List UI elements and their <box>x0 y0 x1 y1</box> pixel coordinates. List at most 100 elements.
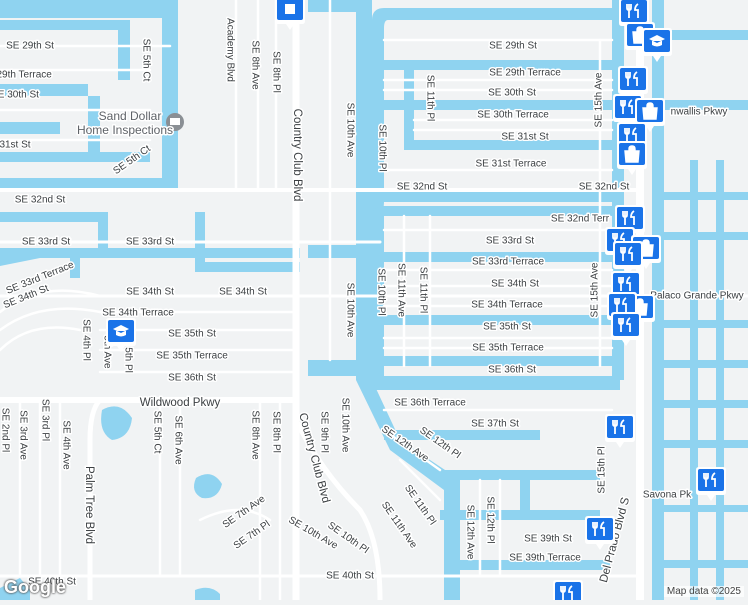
fork-knife-icon <box>612 419 625 434</box>
street-label-se-10th-ave-n: SE 10th Ave <box>344 103 355 158</box>
map-pin-pin-r19[interactable] <box>585 516 615 550</box>
poi-name-line1: Sand Dollar <box>99 109 162 123</box>
street-label-se-12th-pl-s: SE 12th Pl <box>484 496 495 543</box>
street-label-se-39th-st: SE 39th St <box>524 534 572 545</box>
shopping-bag-icon <box>642 102 658 120</box>
pin-body <box>621 0 647 22</box>
street-label-se-4th-pl: SE 4th Pl <box>80 319 91 361</box>
map-pin-pin-r4[interactable] <box>618 66 648 100</box>
pin-body <box>613 314 639 336</box>
street-label-se-2nd-pl: SE 2nd Pl <box>0 408 10 452</box>
street-label-se-11th-pl-m: SE 11th Pl <box>417 267 428 314</box>
fork-knife-icon <box>625 71 638 86</box>
street-label-se-11th-ave-m: SE 11th Ave <box>395 263 406 318</box>
pin-body <box>587 518 613 540</box>
pin-body <box>620 68 646 90</box>
street-label-se-10th-ave-s: SE 10th Ave <box>339 398 350 453</box>
map-pin-pin-r8[interactable] <box>617 141 647 175</box>
street-label-se-33rd-st-w: SE 33rd St <box>22 237 71 248</box>
street-label-se-34th-terrace-w: SE 34th Terrace <box>102 308 174 319</box>
street-label-se-15th-pl: SE 15th Pl <box>597 446 608 493</box>
pin-body <box>613 273 639 295</box>
fork-knife-icon <box>624 127 637 142</box>
street-label-savona-pkwy: Savona Pk <box>643 490 692 501</box>
place-icon <box>285 4 295 14</box>
street-label-se-39th-terrace: SE 39th Terrace <box>509 553 581 564</box>
fork-knife-icon <box>560 585 573 600</box>
map-attribution[interactable]: Map data ©2025 <box>663 586 744 597</box>
map-pin-pin-top[interactable] <box>275 0 305 30</box>
street-label-se-6th-ave: SE 6th Ave <box>172 415 183 465</box>
poi-sand-dollar[interactable]: Sand Dollar Home Inspections <box>75 108 184 139</box>
street-label-se-40th-st-w: SE 40th St <box>28 577 76 588</box>
street-label-se-9th-pl: SE 9th Pl <box>318 411 329 453</box>
street-label-se-33rd-st-m: SE 33rd St <box>126 237 175 248</box>
street-label-se-12th-ave-s: SE 12th Ave <box>464 505 475 560</box>
street-label-se-30th-st-e: SE 30th St <box>488 88 536 99</box>
street-label-se-29th-st-w: SE 29th St <box>6 41 54 52</box>
street-label-se-29th-terrace-e: SE 29th Terrace <box>489 68 561 79</box>
pin-body <box>698 469 724 491</box>
fork-knife-icon <box>620 246 633 261</box>
street-label-se-5th-ct-n: SE 5th Ct <box>140 39 151 82</box>
map-pin-pin-r3[interactable] <box>642 28 672 62</box>
street-label-se-35th-terrace-e: SE 35th Terrace <box>472 343 544 354</box>
map-pin-pin-bottom[interactable] <box>553 580 583 605</box>
street-label-palm-tree-blvd: Palm Tree Blvd <box>83 466 95 544</box>
street-label-se-34th-st-m2: SE 34th St <box>219 287 267 298</box>
street-label-se-29th-terrace-w: e 29th Terrace <box>0 70 52 81</box>
map-pin-pin-school-w[interactable] <box>106 318 136 352</box>
street-label-se-8th-ave-s: SE 8th Ave <box>249 410 260 460</box>
fork-knife-icon <box>620 99 633 114</box>
street-label-se-37th-st: SE 37th St <box>471 419 519 430</box>
street-label-se-8th-ave-n: SE 8th Ave <box>249 40 260 90</box>
street-label-se-32nd-st-w: SE 32nd St <box>15 195 66 206</box>
street-label-se-31st-st-w: 31st St <box>0 140 31 151</box>
street-label-se-15th-ave-n: SE 15th Ave <box>594 72 605 127</box>
fork-knife-icon <box>614 297 627 312</box>
street-label-se-33rd-st-e: SE 33rd St <box>486 236 535 247</box>
pin-body <box>615 243 641 265</box>
street-label-se-10th-ave-m: SE 10th Ave <box>344 283 355 338</box>
street-label-se-31st-st-e: SE 31st St <box>501 132 548 143</box>
street-label-se-10th-pl-m: SE 10th Pl <box>375 268 386 315</box>
street-label-se-35th-terrace-w: SE 35th Terrace <box>156 351 228 362</box>
street-label-se-29th-st-e: SE 29th St <box>489 41 537 52</box>
shopping-bag-icon <box>624 145 640 163</box>
street-label-se-36th-st-w: SE 36th St <box>168 373 216 384</box>
fork-knife-icon <box>703 472 716 487</box>
pin-body <box>555 582 581 604</box>
street-label-se-4th-ave: SE 4th Ave <box>60 420 71 470</box>
street-label-academy-blvd: Academy Blvd <box>224 18 235 82</box>
street-label-se-34th-st-m: SE 34th St <box>126 287 174 298</box>
map-pin-pin-r18[interactable] <box>696 467 726 501</box>
map-pin-pin-r12[interactable] <box>613 241 643 275</box>
street-label-se-33rd-terrace-e: SE 33rd Terrace <box>472 257 545 268</box>
fork-knife-icon <box>592 521 605 536</box>
fork-knife-icon <box>622 210 635 225</box>
street-label-se-10th-pl-n: SE 10th Pl <box>376 124 387 171</box>
street-label-wildwood-pkwy: Wildwood Pkwy <box>140 397 221 409</box>
street-label-cornwallis-pkwy: nwallis Pkwy <box>671 107 728 118</box>
map-pin-pin-r17[interactable] <box>605 414 635 448</box>
street-label-se-3rd-ave: SE 3rd Ave <box>17 410 28 460</box>
fork-knife-icon <box>618 317 631 332</box>
street-label-se-30th-terrace-e: SE 30th Terrace <box>477 110 549 121</box>
street-label-se-32nd-terrace: SE 32nd Terr <box>551 214 610 225</box>
street-label-se-35th-st-w: SE 35th St <box>168 329 216 340</box>
street-label-se-35th-st-e: SE 35th St <box>483 322 531 333</box>
street-label-se-32nd-st-m: SE 32nd St <box>397 182 448 193</box>
street-label-se-34th-st-e: SE 34th St <box>491 279 539 290</box>
fork-knife-icon <box>626 3 639 18</box>
pin-body <box>617 207 643 229</box>
google-logo: Google <box>4 577 66 597</box>
school-cap-icon <box>113 325 129 337</box>
map-pin-pin-r16[interactable] <box>611 312 641 346</box>
street-label-se-8th-pl-s: SE 8th Pl <box>270 411 281 453</box>
street-label-se-34th-terrace-e: SE 34th Terrace <box>471 300 543 311</box>
fork-knife-icon <box>612 232 625 247</box>
street-label-se-32nd-st-e: SE 32nd St <box>579 182 630 193</box>
